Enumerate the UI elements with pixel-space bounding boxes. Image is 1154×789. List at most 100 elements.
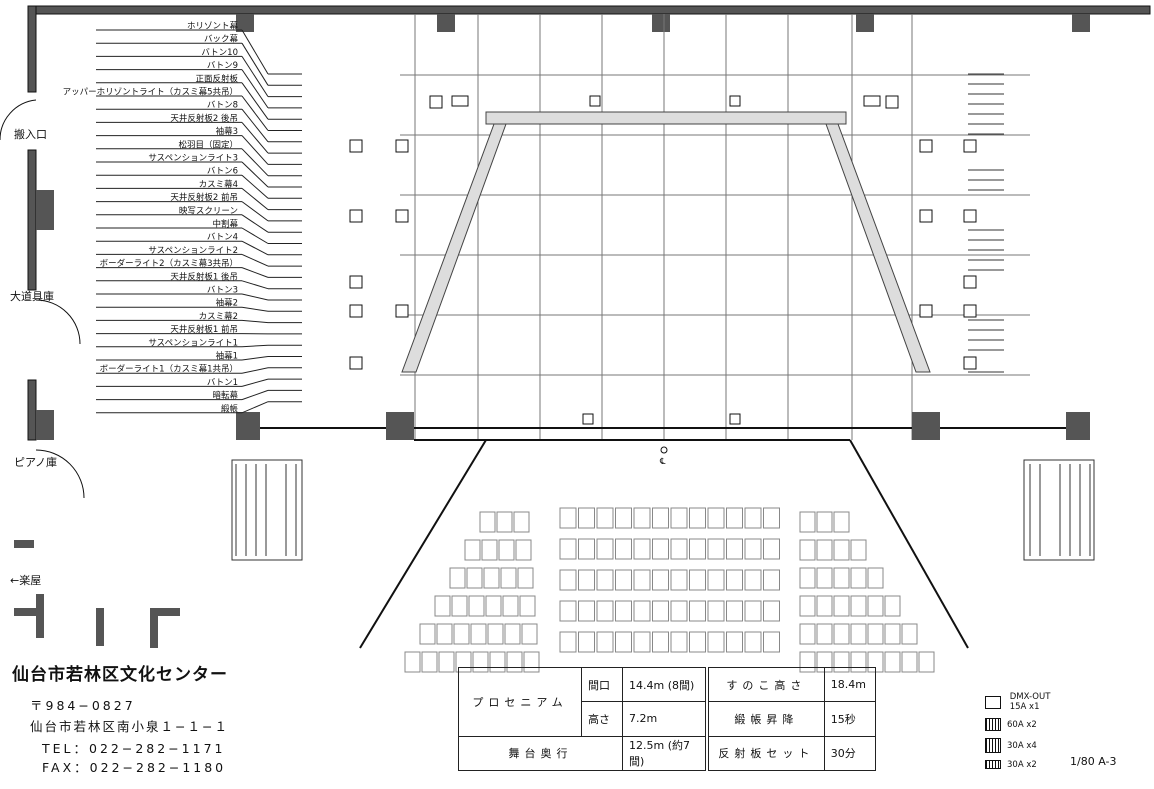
batten-label: サスペンションライト2 [148,246,238,256]
batten-label: ホリゾント幕 [187,21,239,32]
seat [884,623,901,645]
batten-diagonal [241,319,269,324]
seat [578,569,595,591]
seat [850,623,867,645]
wall-pillar [1072,14,1090,32]
seat [578,631,595,653]
batten-label: 天井反射板2 後吊 [170,113,238,124]
piano-storage-label: ピアノ庫 [14,455,57,469]
left-wall [27,379,37,441]
seat [515,539,532,561]
seat [633,538,651,560]
seat [799,511,816,533]
scale-label: 1/80 A-3 [1070,755,1117,768]
seat [596,631,614,653]
seat [615,631,632,653]
seat [763,600,780,622]
seat [726,631,743,653]
loading-dock-label: 搬入口 [14,127,47,141]
batten-diagonal [241,389,269,401]
seat [521,623,538,645]
seat [867,623,884,645]
seat [833,539,850,561]
seat [513,511,530,533]
batten-diagonal [241,135,269,165]
dressing-wall [96,608,104,646]
seat [436,623,453,645]
seat [468,595,485,617]
legend-dmx-line1: DMX-OUT [1009,692,1051,702]
dressing-room-label: ←楽屋 [10,574,41,587]
left-wall [14,540,34,548]
batten-diagonal [241,108,269,143]
seat [633,507,651,529]
postal-code: 〒984−0827 [30,698,136,713]
outlet-boxes [349,95,977,425]
seat [481,539,498,561]
batten-diagonal [241,253,269,267]
batten-label: バトン4 [207,233,238,243]
seat [487,623,504,645]
batten-label: バック幕 [204,34,239,45]
batten-leader-lines [96,29,302,414]
batten-label: バトン6 [207,167,238,177]
seat [867,595,884,617]
curtain-fly-label: 緞帳昇降 [708,701,825,737]
batten-diagonal [241,188,269,210]
batten-diagonal [241,82,269,120]
batten-label: 天井反射板1 後吊 [170,271,238,282]
width-label: 間口 [581,666,623,703]
seat [918,651,935,673]
venue-address: 仙台市若林区南小泉１−１−１ [30,719,229,734]
legend-dmx: DMX-OUT 15A x1 [985,692,1050,712]
seat [689,538,706,560]
batten-label: バトン10 [201,48,238,58]
seat [559,569,577,591]
seat [744,569,762,591]
seat [670,507,688,529]
seat [816,567,833,589]
dmx-outlet-icon [985,695,1001,709]
legend-item-60a: 60A x2 [985,718,1037,731]
proscenium-pillar [236,412,260,440]
seat [559,538,577,560]
seat [633,631,651,653]
batten-diagonal [241,227,269,244]
seat [479,511,496,533]
batten-label: 中割幕 [212,219,238,230]
reflector-setup-label: 反射板セット [708,735,825,772]
seat [744,538,762,560]
seat [670,600,688,622]
center-point [660,446,668,454]
proscenium-pillar [386,412,414,440]
batten-label: 天井反射板2 前吊 [170,192,238,203]
seat [498,539,515,561]
seat [652,631,669,653]
seat [670,538,688,560]
batten-diagonal [241,29,269,75]
seat [470,623,487,645]
wall-pillar [36,410,54,440]
left-wall [27,149,37,291]
outlet-30a-x2-icon [985,760,1001,769]
wall-pillar [856,14,874,32]
seat [451,595,468,617]
wall-pillar [236,14,254,32]
height-value: 7.2m [622,701,706,737]
reflector-setup-value: 30分 [823,735,877,772]
batten-diagonal [241,240,269,256]
seat [633,569,651,591]
center-mark: ℄ [659,457,666,467]
left-wall [27,5,37,93]
batten-diagonal [241,344,269,348]
seat [449,567,466,589]
batten-diagonal [241,214,269,233]
dressing-wall [36,594,44,638]
seat [901,651,918,673]
seat [596,569,614,591]
batten-diagonal [241,306,269,312]
batten-diagonal [241,293,269,301]
curtain-fly-value: 15秒 [823,701,877,737]
stage-depth-value: 12.5m (約7間) [622,735,706,772]
dressing-wall [14,608,44,616]
